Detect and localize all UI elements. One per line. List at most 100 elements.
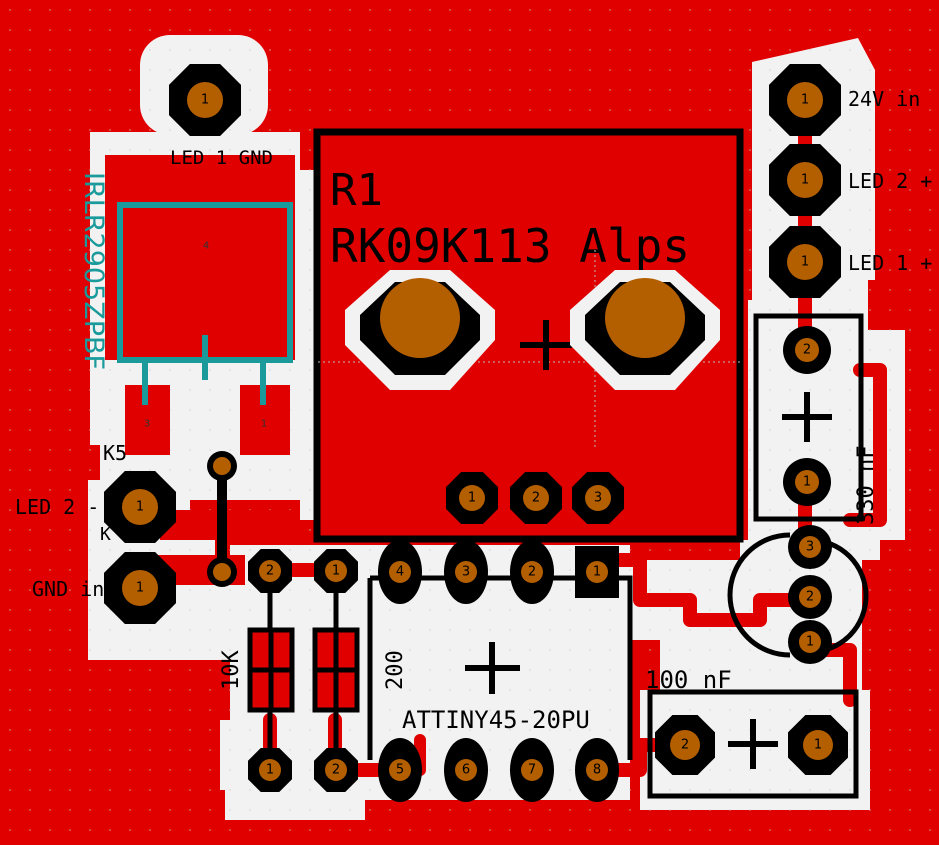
gnd-in-label: GND in: [32, 577, 104, 601]
pad-drill: [585, 485, 611, 511]
pad-number: 3: [594, 491, 602, 506]
pad-drill: [389, 759, 411, 781]
k-fragment-label: K: [100, 524, 111, 545]
pad-drill: [521, 759, 543, 781]
mosfet-part-label: IRLR2905ZPBF: [78, 172, 109, 370]
resistor-200: [312, 582, 360, 770]
pad-ic-8: 8: [575, 738, 619, 802]
pad-drill: [459, 485, 485, 511]
pad-number: 2: [532, 491, 540, 506]
cap-330-outline: [753, 313, 864, 522]
led1-plus-label: LED 1 +: [848, 251, 932, 275]
pad-number: 1: [136, 581, 144, 596]
pad-c100-r: 1: [788, 715, 848, 775]
pot-mount-hole-left: [345, 270, 495, 390]
pad-drill: [787, 82, 823, 118]
pad-number: 4: [396, 565, 404, 580]
pad-number: 3: [462, 565, 470, 580]
led1-gnd-label: LED 1 GND: [170, 147, 273, 169]
mosfet-footprint: [117, 202, 293, 405]
pad-r200-top: 1: [314, 549, 358, 593]
cap-100-outline: [647, 689, 859, 799]
led2-plus-label: LED 2 +: [848, 169, 932, 193]
pad-c100-l: 2: [655, 715, 715, 775]
cap-330-label: 330 nF: [854, 446, 879, 525]
pad-ic-1: 1: [575, 546, 619, 598]
resistor-200-label: 200: [383, 650, 408, 690]
pad-number: 1: [801, 255, 809, 270]
pad-number: 8: [593, 763, 601, 778]
pad-ic-3: 3: [444, 540, 488, 604]
pad-number: 1: [803, 475, 811, 490]
pad-number: 1: [806, 635, 814, 650]
k5-label: K5: [103, 441, 127, 465]
pad-led2m: 1: [104, 471, 176, 543]
pad-drill: [521, 561, 543, 583]
pad-r200-bot: 2: [314, 748, 358, 792]
pad-drill: [523, 485, 549, 511]
regulator-outline: [727, 532, 791, 658]
cap-100-label: 100 nF: [645, 666, 732, 694]
pad-vr-3: 3: [788, 525, 832, 569]
pad-pot-1: 1: [446, 472, 498, 524]
pot-outline: [313, 128, 744, 543]
pad-number: 3: [806, 540, 814, 555]
mosfet-pin3-label: 3: [144, 419, 150, 430]
mosfet-tab-pin-label: 4: [203, 241, 209, 252]
pot-ref-label: R1: [330, 165, 383, 216]
ic-label: ATTINY45-20PU: [402, 706, 590, 734]
pad-number: 1: [201, 93, 209, 108]
pad-drill: [787, 244, 823, 280]
pad-vr-2: 2: [788, 575, 832, 619]
pad-v24: 1: [769, 64, 841, 136]
pad-number: 2: [528, 565, 536, 580]
pad-number: 5: [396, 763, 404, 778]
pad-number: 2: [803, 343, 811, 358]
pad-drill: [586, 759, 608, 781]
pad-drill: [122, 489, 158, 525]
pad-drill: [799, 586, 821, 608]
pad-number: 1: [593, 565, 601, 580]
pad-ic-5: 5: [378, 738, 422, 802]
pad-number: 1: [468, 491, 476, 506]
pad-number: 7: [528, 763, 536, 778]
pad-led2p: 1: [769, 144, 841, 216]
pad-ic-6: 6: [444, 738, 488, 802]
pad-r10k-top: 2: [248, 549, 292, 593]
pad-drill: [787, 162, 823, 198]
pad-number: 1: [801, 173, 809, 188]
regulator-outline-right: [809, 537, 869, 655]
pad-pot-3: 3: [572, 472, 624, 524]
pad-drill: [795, 338, 819, 362]
pad-c330-bot: 1: [783, 458, 831, 506]
wire-jumper: [207, 451, 237, 587]
mosfet-pin1-label: 1: [261, 419, 267, 430]
pad-drill: [259, 759, 281, 781]
pad-number: 2: [681, 738, 689, 753]
pad-drill: [803, 730, 833, 760]
pad-drill: [795, 470, 819, 494]
pad-drill: [799, 631, 821, 653]
pad-number: 2: [332, 763, 340, 778]
pad-drill: [586, 561, 608, 583]
pad-c330-top: 2: [783, 326, 831, 374]
pad-drill: [122, 570, 158, 606]
pad-ic-7: 7: [510, 738, 554, 802]
pad-number: 2: [806, 590, 814, 605]
pad-number: 1: [814, 738, 822, 753]
ic-plus: [465, 642, 520, 694]
pad-drill: [325, 560, 347, 582]
pad-drill: [455, 759, 477, 781]
pot-mount-hole-right: [570, 270, 720, 390]
pad-number: 1: [266, 763, 274, 778]
pad-drill: [325, 759, 347, 781]
pad-ic-4: 4: [378, 540, 422, 604]
pad-number: 1: [801, 93, 809, 108]
pad-drill: [799, 536, 821, 558]
pad-led1p: 1: [769, 226, 841, 298]
pad-pot-2: 2: [510, 472, 562, 524]
pad-drill: [259, 560, 281, 582]
pot-plus-mark: [520, 320, 572, 370]
cap-330-plus: [782, 392, 832, 442]
